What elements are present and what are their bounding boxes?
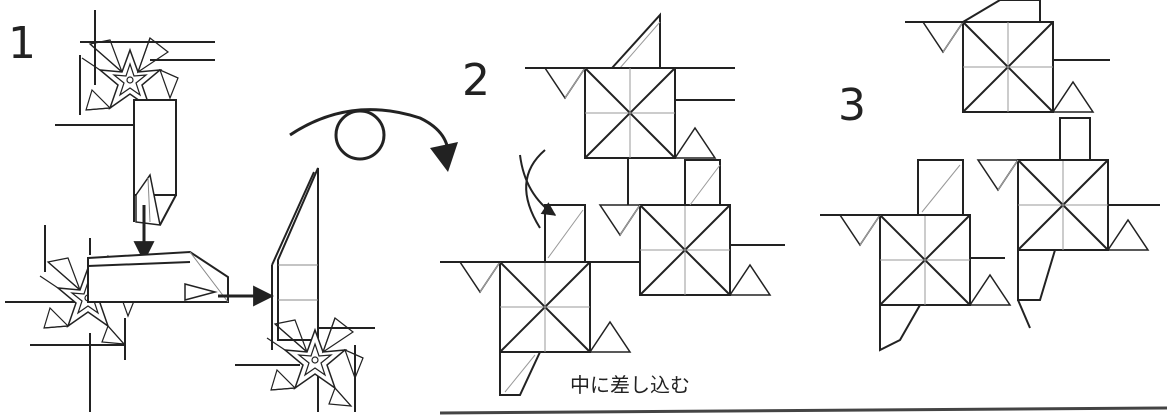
step-1-diagram bbox=[5, 10, 375, 412]
folded-unit bbox=[459, 261, 631, 353]
step-3-diagram bbox=[820, 0, 1160, 352]
step-number-1: 1 bbox=[8, 18, 36, 69]
top-strip bbox=[133, 99, 177, 226]
circle-with-curved-arrow-icon bbox=[289, 108, 458, 172]
top-pinwheel bbox=[55, 10, 215, 127]
page-edge bbox=[439, 406, 1167, 415]
insert-caption: 中に差し込む bbox=[570, 373, 690, 397]
step-number-3: 3 bbox=[838, 80, 866, 131]
vertical-strip bbox=[271, 167, 319, 350]
folded-unit bbox=[839, 214, 1011, 306]
top-strip-2 bbox=[609, 12, 661, 69]
folded-unit bbox=[544, 67, 716, 159]
insert-arrow-icon bbox=[519, 154, 557, 216]
horizontal-strip bbox=[87, 250, 229, 303]
tuck-flap bbox=[525, 149, 546, 229]
step-2-diagram bbox=[440, 12, 785, 396]
folded-unit bbox=[922, 21, 1094, 113]
bottom-left-pinwheel bbox=[5, 225, 137, 412]
folded-unit bbox=[599, 204, 771, 296]
step-number-2: 2 bbox=[462, 55, 490, 106]
bottom-right-pinwheel bbox=[235, 317, 375, 412]
